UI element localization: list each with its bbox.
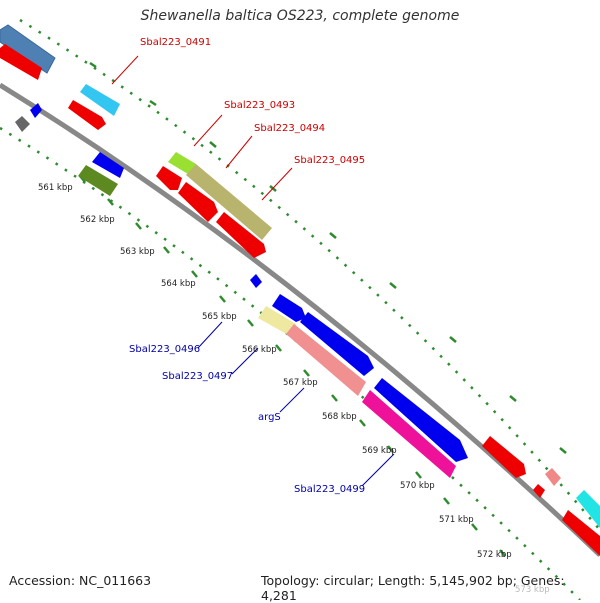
gene-label-sbal0499: Sbal223_0499	[294, 484, 365, 495]
gene-sbal0491	[80, 84, 120, 116]
gene-blue-c	[374, 378, 468, 462]
gene-steelblue-a	[0, 24, 56, 74]
gene-sbal0494	[186, 164, 272, 240]
gene-sbal0495	[178, 182, 218, 222]
kbp-label: 571 kbp	[439, 515, 474, 525]
kbp-label: 564 kbp	[161, 279, 196, 289]
gene-label-sbal0496: Sbal223_0496	[129, 344, 200, 355]
accession-text: Accession: NC_011663	[9, 573, 152, 588]
gene-red-a	[0, 44, 42, 80]
kbp-label: 562 kbp	[80, 215, 115, 225]
outer-ruler-ticks	[89, 61, 567, 454]
inner-ring-guide	[0, 126, 581, 600]
kbp-label: 563 kbp	[120, 247, 155, 257]
ruler-ticks	[79, 175, 506, 557]
kbp-label: 568 kbp	[322, 412, 357, 422]
gene-args	[300, 312, 374, 376]
gene-red-b	[68, 100, 106, 130]
gene-red-d	[216, 212, 266, 258]
gene-pink-small	[545, 468, 561, 486]
map-title: Shewanella baltica OS223, complete genom…	[140, 8, 460, 24]
gene-label-sbal0494: Sbal223_0494	[254, 123, 325, 134]
gene-red-c	[156, 166, 182, 190]
gene-blue-small-a	[30, 103, 42, 118]
callout-lines	[111, 55, 395, 487]
ruler-labels: 561 kbp 562 kbp 563 kbp 564 kbp 565 kbp …	[38, 183, 550, 595]
topology-summary: Topology: circular; Length: 5,145,902 bp…	[261, 573, 565, 603]
gene-blue-b	[272, 294, 306, 322]
gene-blue-small-b	[250, 274, 262, 288]
gene-sbal0499	[362, 390, 456, 478]
gene-olive	[78, 165, 118, 196]
gene-red-e	[482, 436, 526, 478]
kbp-label: 565 kbp	[202, 312, 237, 322]
kbp-label: 570 kbp	[400, 481, 435, 491]
gene-label-args: argS	[258, 412, 281, 423]
gene-red-end	[562, 510, 600, 556]
gene-label-sbal0491: Sbal223_0491	[140, 37, 211, 48]
gene-red-f	[533, 484, 545, 498]
gene-label-sbal0495: Sbal223_0495	[294, 155, 365, 166]
gene-blue-a	[92, 152, 124, 178]
kbp-label: 569 kbp	[362, 446, 397, 456]
gene-grey-small	[15, 116, 30, 132]
kbp-label: 573 kbp	[515, 585, 550, 595]
gene-label-sbal0493: Sbal223_0493	[224, 100, 295, 111]
reverse-genes[interactable]	[15, 103, 468, 478]
kbp-label: 572 kbp	[477, 550, 512, 560]
kbp-label: 561 kbp	[38, 183, 73, 193]
kbp-label: 567 kbp	[283, 378, 318, 388]
gene-labels: Sbal223_0491 Sbal223_0493 Sbal223_0494 S…	[129, 37, 365, 495]
gene-sbal0497	[286, 324, 366, 396]
gene-cyan-end	[576, 490, 600, 528]
gene-sbal0493	[168, 152, 196, 174]
gene-sbal0496	[258, 306, 296, 336]
forward-genes[interactable]	[0, 24, 600, 556]
gene-label-sbal0497: Sbal223_0497	[162, 371, 233, 382]
kbp-label: 566 kbp	[242, 345, 277, 355]
